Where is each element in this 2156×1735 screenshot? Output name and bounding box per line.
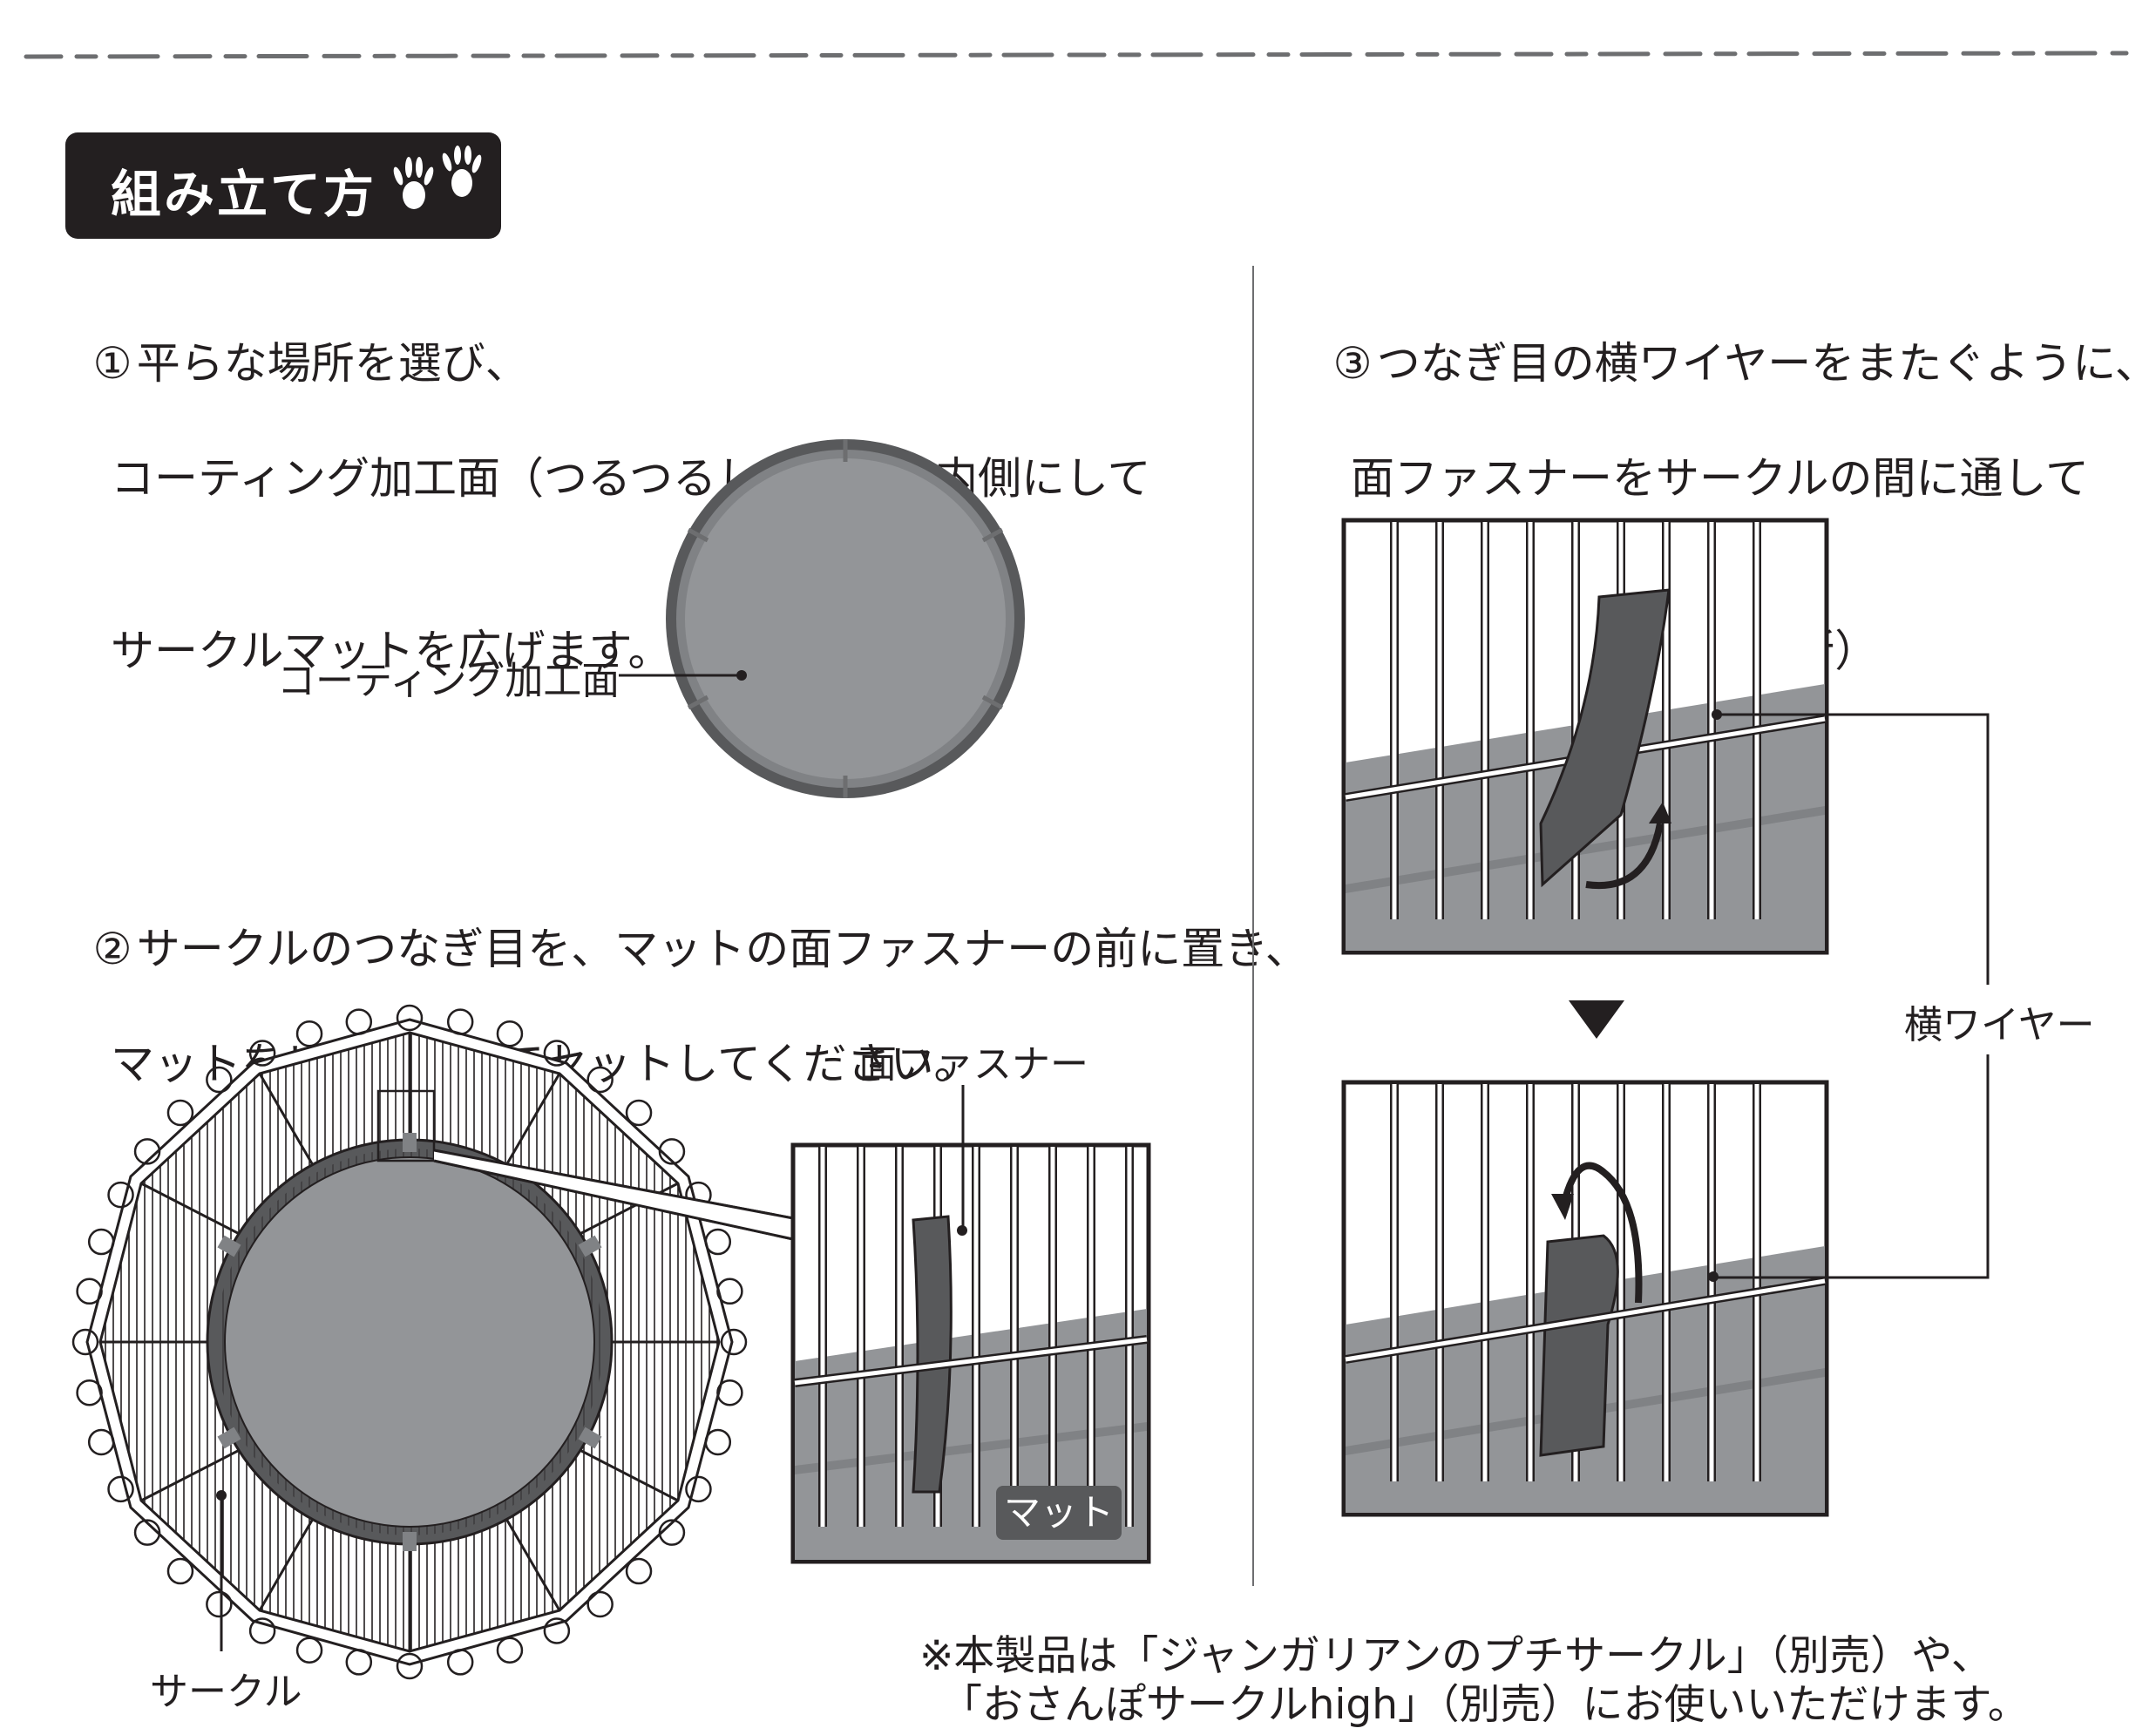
- step-1-line-2: コーティング加工面（つるつるした面）を内側にして: [111, 453, 1151, 504]
- step-3-line-1: つなぎ目の横ワイヤーをまたぐように、: [1376, 338, 2156, 389]
- coating-surface-label: コーティング加工面: [277, 659, 620, 703]
- mat-top-view-illustration: [666, 439, 1025, 798]
- circle-leader-line: [216, 1490, 227, 1651]
- down-arrow-icon: [1569, 1000, 1624, 1039]
- wire-panel-before: [1341, 518, 1829, 955]
- horizontal-wire-leader-lines: [1716, 713, 1990, 1279]
- step-1-line-1: 平らな場所を選び、: [136, 338, 529, 389]
- section-title: 組み立て方: [111, 165, 377, 224]
- section-title-badge: 組み立て方: [65, 132, 501, 239]
- step-2-line-1: サークルのつなぎ目を、マットの面ファスナーの前に置き、: [136, 924, 1309, 974]
- wire-panel-after: [1341, 1080, 1829, 1517]
- step-2-number: ②: [92, 924, 132, 974]
- hook-loop-zoom-panel: [790, 1142, 1151, 1564]
- coating-leader-line: [619, 670, 747, 681]
- circle-fence-illustration: [71, 1004, 748, 1680]
- zoom-callout-lines: [433, 1149, 794, 1241]
- hook-loop-label: 面ファスナー: [858, 1042, 1088, 1087]
- paw-prints-icon: [393, 146, 482, 209]
- hook-loop-leader-line: [961, 1085, 965, 1229]
- step-1-line-3: サークルマットを広げます。: [111, 626, 672, 676]
- horizontal-wire-label: 横ワイヤー: [1904, 1003, 2095, 1047]
- decorative-dashed-line: [24, 51, 2129, 59]
- mat-label-badge: マット: [996, 1486, 1122, 1540]
- compatibility-note-line-2: 「おさんぽサークルhigh」（別売）にお使いいただけます。: [941, 1681, 2029, 1729]
- column-divider: [1252, 266, 1254, 1586]
- circle-label: サークル: [150, 1670, 302, 1714]
- step-3-line-2: 面ファスナーをサークルの間に通して: [1351, 453, 2089, 504]
- compatibility-note-line-1: ※本製品は「ジャンガリアンのプチサークル」（別売）や、: [919, 1632, 1992, 1680]
- step-3-number: ③: [1332, 338, 1373, 389]
- step-1-number: ①: [92, 338, 132, 389]
